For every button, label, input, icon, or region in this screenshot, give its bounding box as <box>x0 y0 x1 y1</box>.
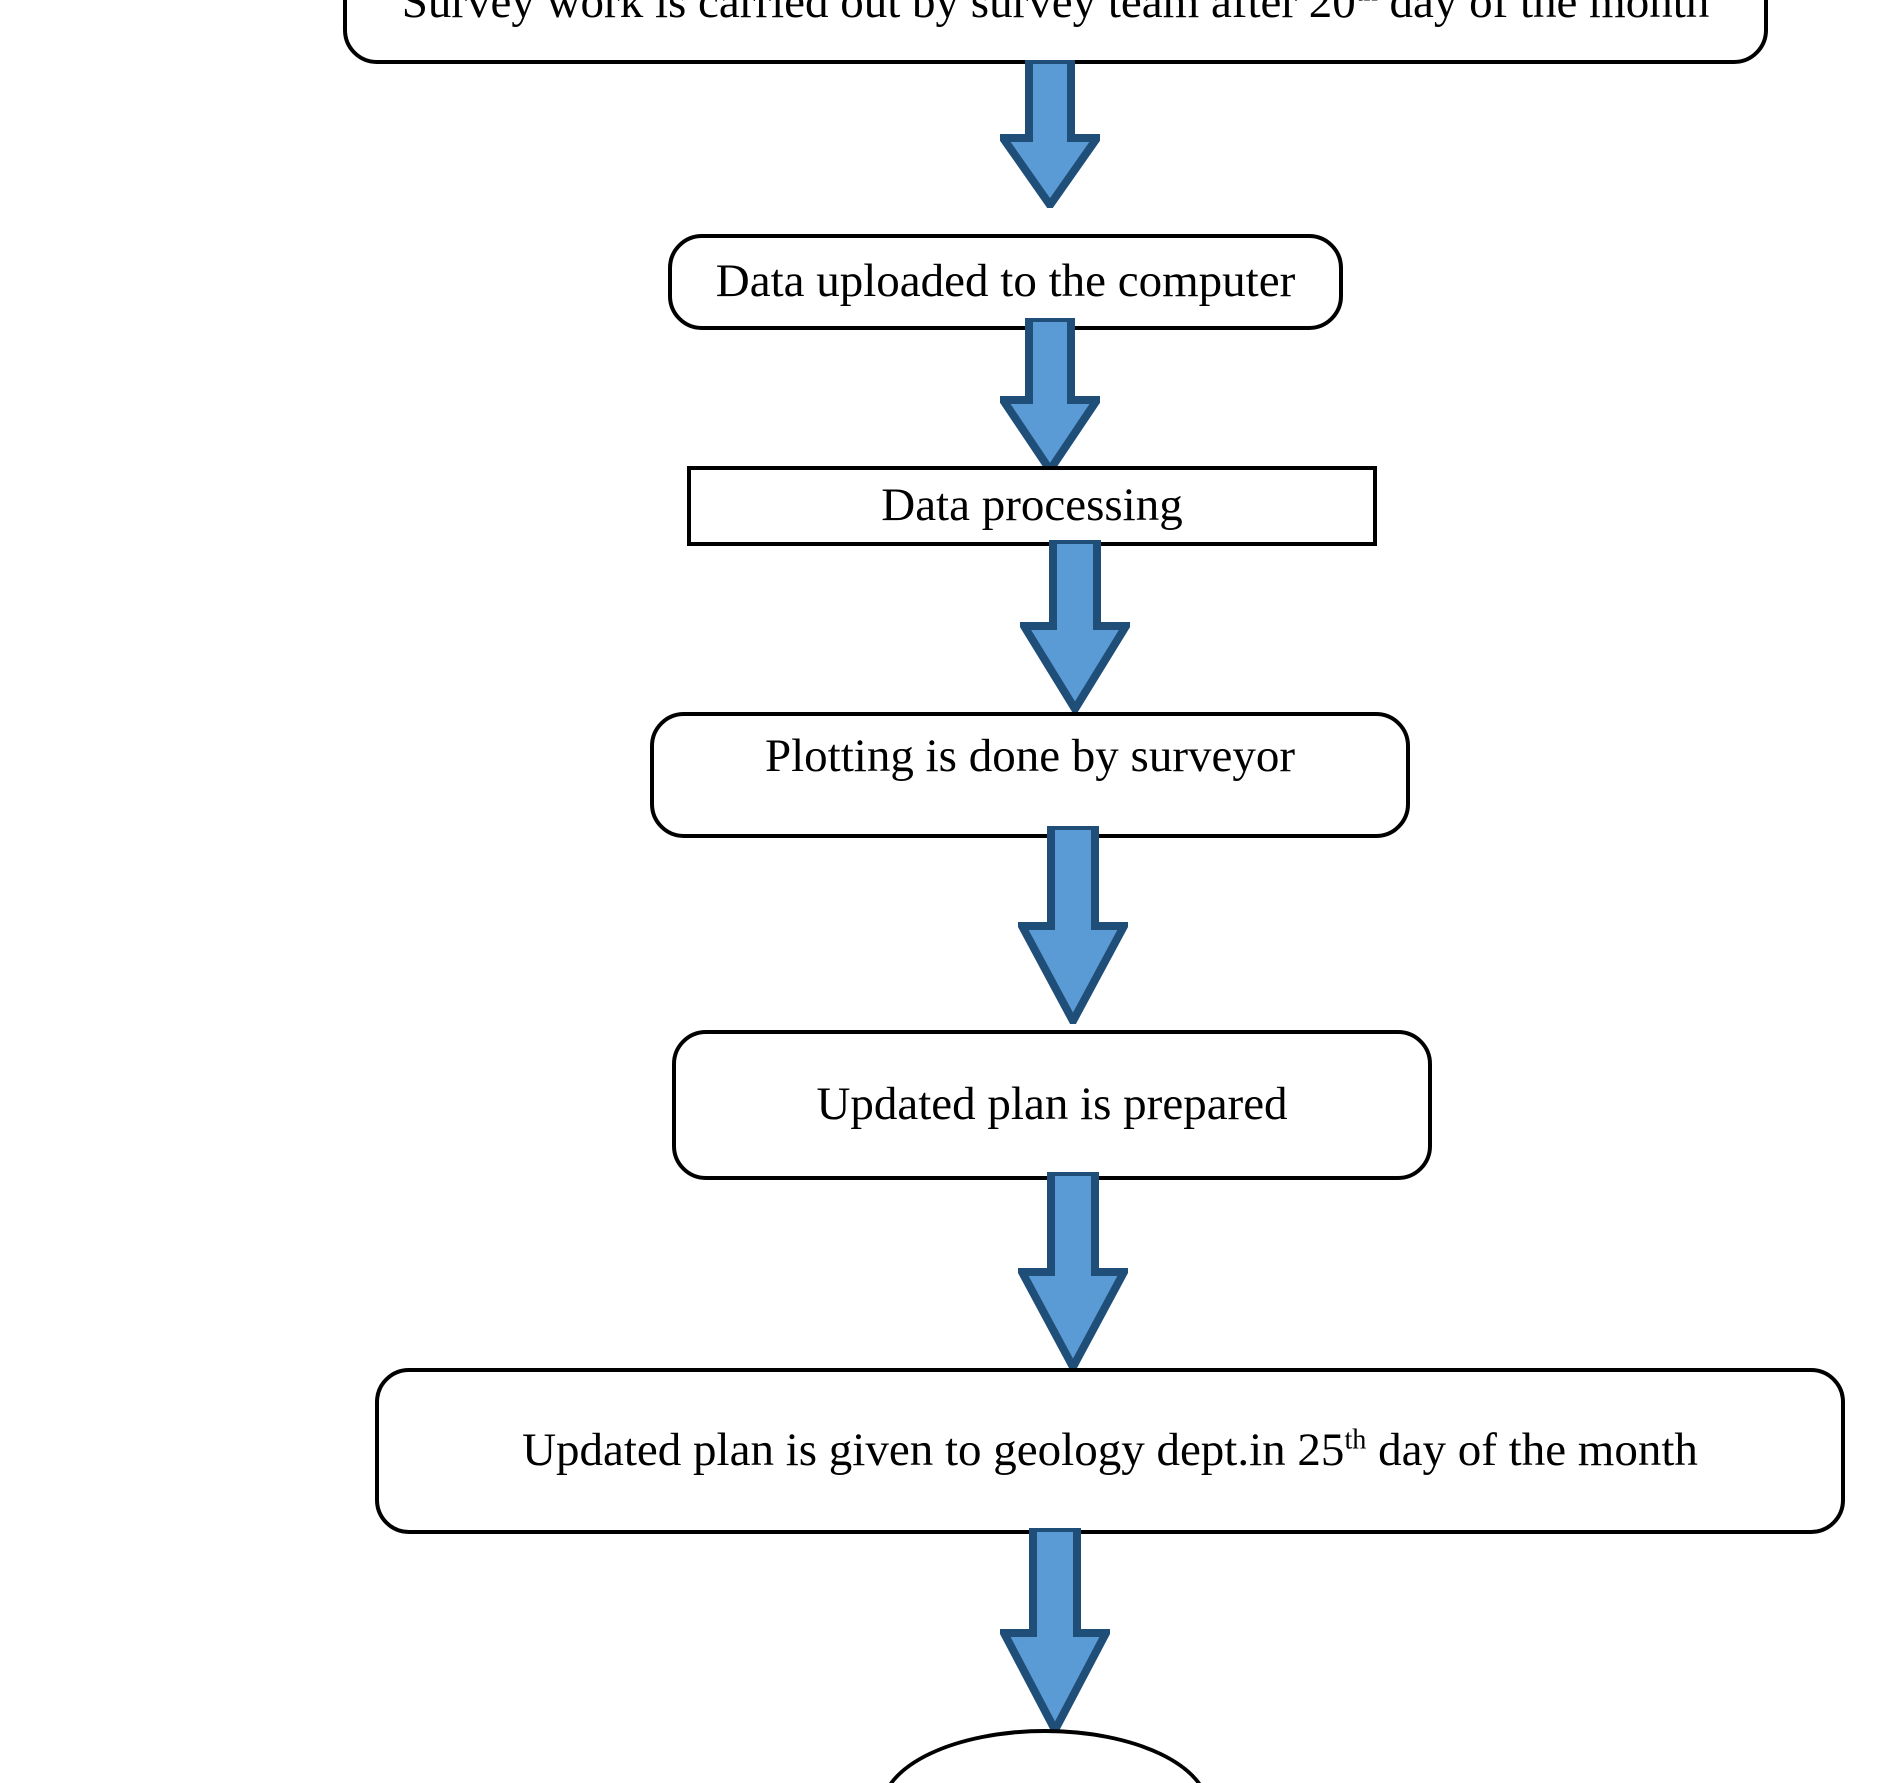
flowchart-node-updated-plan-given[interactable]: Updated plan is given to geology dept.in… <box>375 1368 1845 1534</box>
node-text-prefix: Survey work is carried out by survey tea… <box>401 0 1356 29</box>
node-text-suffix: day of the month <box>1366 1424 1698 1477</box>
down-block-arrow-icon <box>1000 60 1100 208</box>
flowchart-node-survey-work[interactable]: Survey work is carried out by survey tea… <box>343 0 1768 64</box>
flowchart-connector-arrow-2 <box>1000 318 1100 473</box>
down-block-arrow-icon <box>1000 318 1100 473</box>
flowchart-connector-arrow-1 <box>1000 60 1100 208</box>
flowchart-connector-arrow-3 <box>1020 540 1130 712</box>
flowchart-connector-arrow-6 <box>1000 1528 1110 1733</box>
node-text-suffix: day of the month <box>1377 0 1710 29</box>
flowchart-node-data-processing[interactable]: Data processing <box>687 466 1377 546</box>
flowchart-node-data-uploaded[interactable]: Data uploaded to the computer <box>668 234 1343 330</box>
flowchart-node-updated-plan-prepared[interactable]: Updated plan is prepared <box>672 1030 1432 1180</box>
down-block-arrow-icon <box>1018 1172 1128 1370</box>
flowchart-node-label: Updated plan is prepared <box>816 1078 1288 1131</box>
flowchart-node-label: Plotting is done by surveyor <box>764 730 1296 782</box>
flowchart-connector-arrow-5 <box>1018 1172 1128 1370</box>
flowchart-node-terminator-oval[interactable] <box>880 1729 1210 1783</box>
down-block-arrow-icon <box>1018 826 1128 1024</box>
flowchart-node-label: Data uploaded to the computer <box>715 255 1296 308</box>
node-text-prefix: Updated plan is given to geology dept.in… <box>522 1424 1345 1477</box>
node-text-superscript: th <box>1356 0 1378 8</box>
flowchart-node-label: Updated plan is given to geology dept.in… <box>379 1426 1841 1475</box>
flowchart-node-plotting[interactable]: Plotting is done by surveyor <box>650 712 1410 838</box>
down-block-arrow-icon <box>1020 540 1130 712</box>
down-block-arrow-icon <box>1000 1528 1110 1733</box>
flowchart-connector-arrow-4 <box>1018 826 1128 1024</box>
flowchart-node-label: Survey work is carried out by survey tea… <box>347 0 1764 28</box>
node-text-superscript: th <box>1344 1424 1367 1456</box>
flowchart-node-label: Data processing <box>881 479 1183 532</box>
